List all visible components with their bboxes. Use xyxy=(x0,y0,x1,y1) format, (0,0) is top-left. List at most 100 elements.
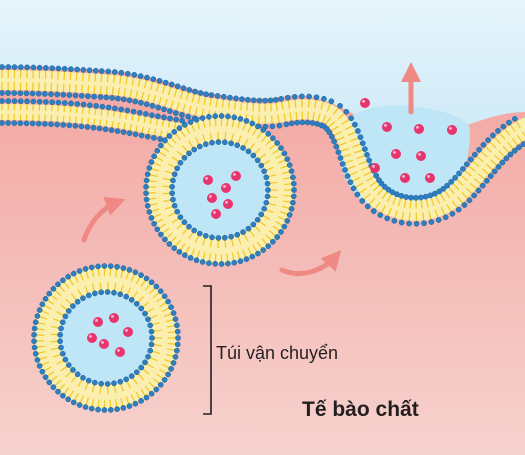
lipid-tail xyxy=(521,131,525,138)
lipid-head xyxy=(161,106,167,113)
lipid-head xyxy=(85,377,92,384)
lipid-head xyxy=(0,90,5,96)
lipid-head xyxy=(32,350,39,357)
lipid-head xyxy=(60,277,66,284)
lipid-head xyxy=(105,68,112,75)
lipid-head xyxy=(418,194,424,201)
lipid-head xyxy=(55,99,62,106)
lipid-head xyxy=(284,218,291,224)
cargo-highlight xyxy=(418,153,421,156)
lipid-head xyxy=(455,206,462,213)
lipid-head xyxy=(225,260,231,267)
lipid-head xyxy=(42,374,49,381)
lipid-head xyxy=(196,143,203,150)
lipid-head xyxy=(123,376,130,383)
lipid-head xyxy=(0,64,5,70)
cargo-molecule xyxy=(87,333,97,343)
lipid-head xyxy=(240,229,246,235)
lipid-head xyxy=(91,93,97,100)
lipid-head xyxy=(299,119,306,126)
lipid-head xyxy=(413,220,420,227)
lipid-head xyxy=(98,68,105,74)
lipid-head xyxy=(80,67,87,73)
lipid-head xyxy=(249,253,256,260)
lipid-head xyxy=(126,130,133,137)
lipid-head xyxy=(149,335,155,341)
lipid-head xyxy=(30,98,37,105)
lipid-head xyxy=(276,122,283,129)
lipid-head xyxy=(495,164,502,170)
lipid-head xyxy=(101,263,108,269)
lipid-head xyxy=(147,347,154,354)
cargo-molecule xyxy=(211,209,221,219)
lipid-head xyxy=(186,150,192,157)
lipid-head xyxy=(46,290,53,297)
lipid-head xyxy=(333,143,340,150)
lipid-head xyxy=(68,66,74,72)
lipid-head xyxy=(143,111,149,117)
lipid-head xyxy=(168,304,174,311)
lipid-head xyxy=(72,92,79,99)
lipid-head xyxy=(250,221,257,228)
lipid-head xyxy=(128,373,135,379)
lipid-head xyxy=(255,123,261,130)
lipid-head xyxy=(17,64,24,71)
lipid-head xyxy=(269,123,276,130)
lipid-head xyxy=(128,297,135,303)
lipid-head xyxy=(60,122,67,128)
vesicle-lumen xyxy=(60,292,152,384)
lipid-head xyxy=(520,141,525,147)
lipid-head xyxy=(261,205,268,212)
lipid-head xyxy=(258,211,265,218)
lipid-head xyxy=(145,316,151,323)
cargo-highlight xyxy=(372,165,375,168)
lipid-head xyxy=(165,298,171,305)
lipid-head xyxy=(174,322,180,329)
lipid-head xyxy=(191,146,198,153)
lipid-head xyxy=(142,310,148,317)
lipid-head xyxy=(65,362,72,368)
lipid-head xyxy=(132,98,139,105)
lipid-head xyxy=(42,91,48,97)
lipid-head xyxy=(102,126,109,133)
lipid-head xyxy=(480,142,487,148)
lipid-head xyxy=(54,91,60,98)
lipid-head xyxy=(284,156,291,162)
vesicle-lumen xyxy=(172,142,268,238)
lipid-head xyxy=(440,185,447,192)
lipid-head xyxy=(406,220,412,227)
lipid-head xyxy=(270,238,276,245)
lipid-head xyxy=(117,378,124,385)
lipid-head xyxy=(43,65,49,71)
lipid-head xyxy=(65,308,72,314)
lipid-head xyxy=(218,261,225,267)
lipid-head xyxy=(286,162,293,168)
secreted-cargo xyxy=(360,98,457,183)
lipid-head xyxy=(485,137,491,143)
cargo-molecule xyxy=(391,149,401,159)
lipid-head xyxy=(203,91,209,98)
lipid-head xyxy=(290,199,296,206)
lipid-head xyxy=(471,192,478,199)
lipid-head xyxy=(220,93,227,100)
cargo-molecule xyxy=(221,183,231,193)
lipid-head xyxy=(270,135,276,142)
lipid-head xyxy=(55,281,61,288)
lipid-head xyxy=(162,236,168,243)
extracellular-region xyxy=(0,0,525,136)
lipid-head xyxy=(366,157,372,164)
lipid-head xyxy=(326,129,333,136)
lipid-head xyxy=(48,121,54,128)
lipid-head xyxy=(109,95,115,101)
lipid-head xyxy=(448,178,455,185)
lipid-head xyxy=(138,305,145,312)
lipid-head xyxy=(265,131,272,137)
lipid-head xyxy=(148,159,155,165)
lipid-head xyxy=(442,214,449,221)
lipid-head xyxy=(169,183,175,190)
lipid-head xyxy=(144,74,150,81)
lipid-head xyxy=(148,279,155,286)
lipid-head xyxy=(138,272,144,278)
lipid-head xyxy=(309,120,316,126)
lipid-head xyxy=(331,138,337,145)
